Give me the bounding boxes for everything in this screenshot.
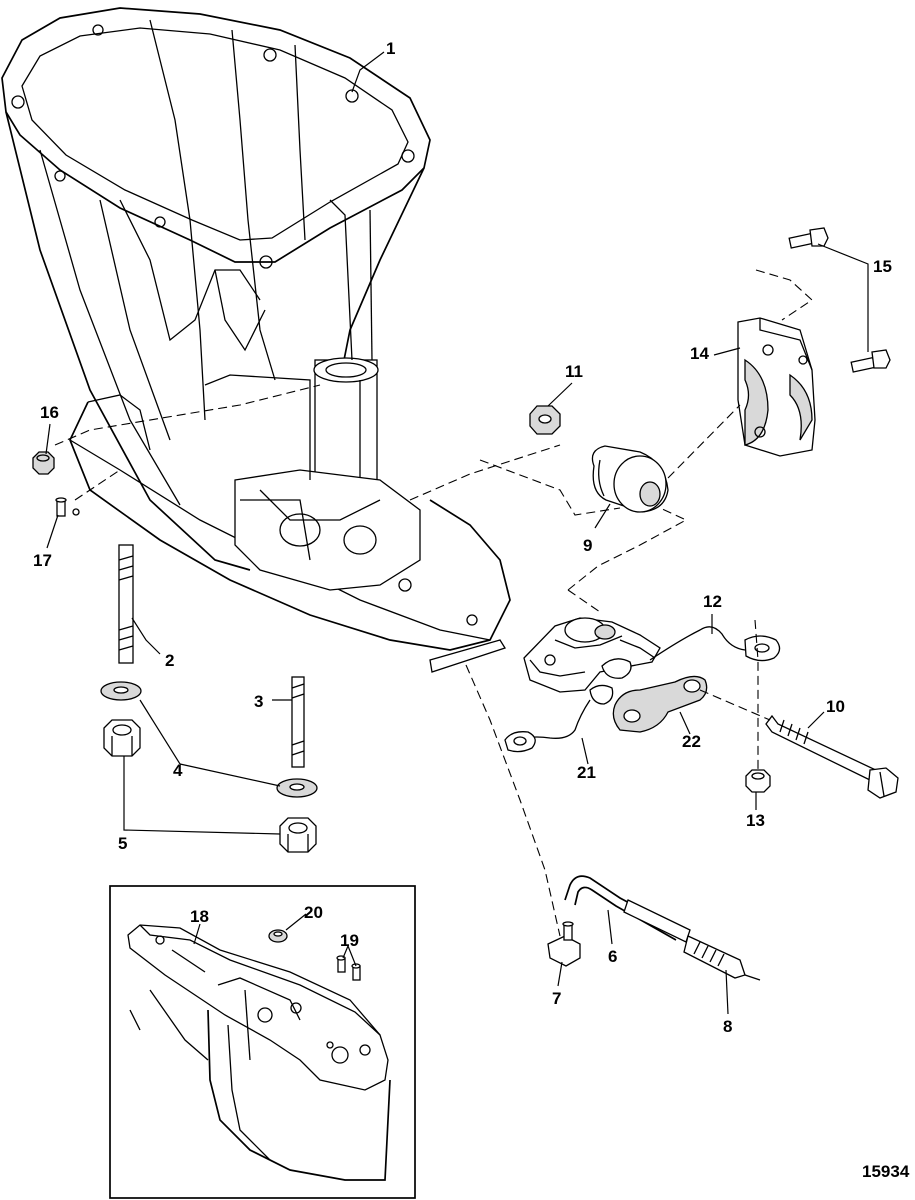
nut-upper [103, 719, 141, 757]
washer-lower [276, 778, 318, 798]
long-bolt [765, 714, 899, 799]
shift-coupler [683, 935, 761, 981]
callout-3: 3 [254, 692, 263, 711]
rubber-bushing [591, 445, 669, 513]
callout-12: 12 [703, 592, 722, 611]
assembly-lines [54, 269, 813, 937]
callout-17: 17 [33, 551, 52, 570]
callout-14: 14 [690, 344, 709, 363]
inset-housing [129, 989, 391, 1181]
callout-4: 4 [173, 761, 183, 780]
ground-wire-21 [504, 684, 614, 753]
shift-rod [564, 875, 691, 943]
callout-11: 11 [565, 362, 583, 381]
screw-upper [788, 227, 829, 249]
callout-21: 21 [577, 763, 596, 782]
callout-22: 22 [682, 732, 701, 751]
callout-2: 2 [165, 651, 174, 670]
figure-id: 15934 [862, 1162, 910, 1181]
callout-5: 5 [118, 834, 127, 853]
callout-19: 19 [340, 931, 359, 950]
inset-panel [109, 885, 416, 1199]
inset-pins-19 [336, 955, 361, 981]
leader-lines [45, 51, 869, 1015]
callout-10: 10 [826, 697, 845, 716]
inset-plate [127, 924, 389, 1091]
shift-bracket [523, 617, 661, 693]
ground-plate [612, 675, 708, 733]
nut-16 [32, 451, 55, 475]
callout-9: 9 [583, 536, 592, 555]
callout-7: 7 [552, 989, 561, 1008]
inset-nut-20 [268, 929, 288, 943]
mount-bracket [737, 317, 816, 457]
driveshaft-housing [1, 7, 511, 673]
callout-labels: 1 2 3 4 5 6 7 8 9 10 11 12 13 14 15 16 1… [33, 39, 892, 1036]
stud-long [118, 544, 134, 664]
pin-17 [55, 497, 80, 517]
callout-15: 15 [873, 257, 892, 276]
callout-18: 18 [190, 907, 209, 926]
callout-16: 16 [40, 403, 59, 422]
shift-fitting [547, 921, 581, 967]
nut-13 [745, 769, 771, 793]
callout-13: 13 [746, 811, 765, 830]
nut-11 [529, 405, 561, 435]
screw-lower [850, 349, 891, 373]
washer-upper [100, 681, 142, 701]
callout-1: 1 [386, 39, 395, 58]
callout-8: 8 [723, 1017, 732, 1036]
nut-lower [279, 817, 317, 853]
stud-short [291, 676, 305, 768]
callout-6: 6 [608, 947, 617, 966]
callout-20: 20 [304, 903, 323, 922]
